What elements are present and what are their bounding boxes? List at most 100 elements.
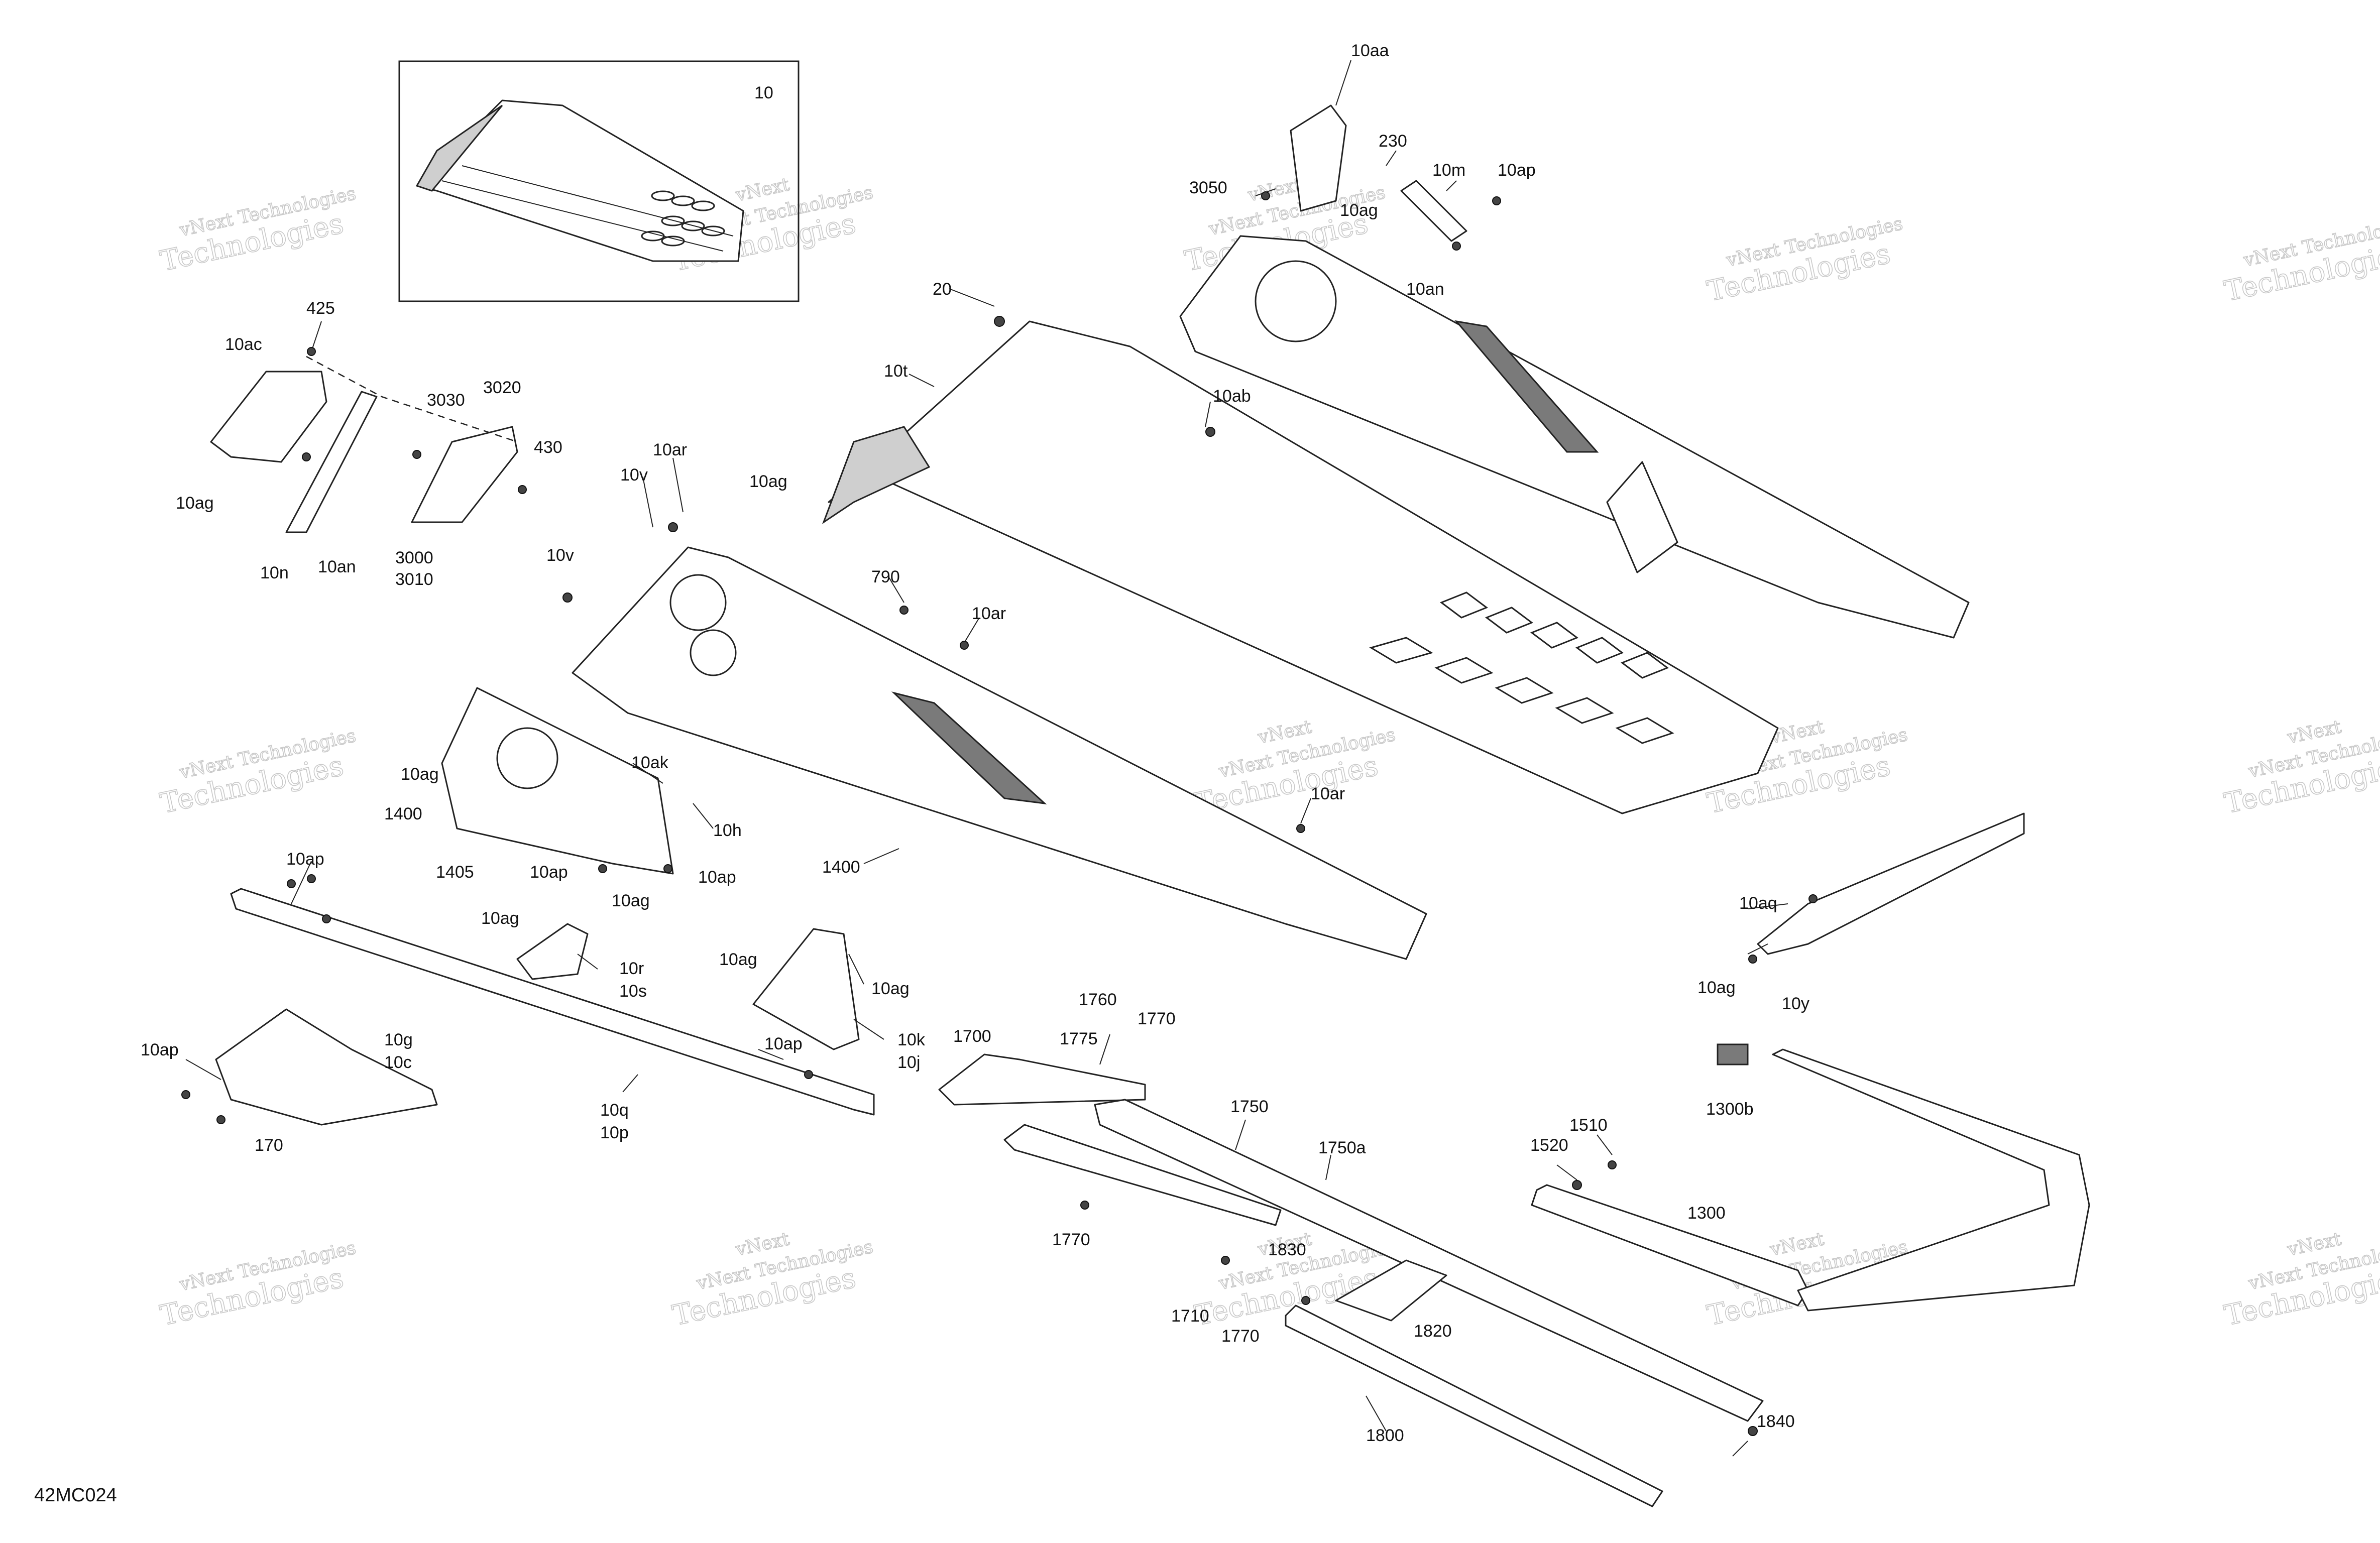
rail-1750a bbox=[1094, 1099, 1764, 1422]
label-10n: 10n bbox=[260, 563, 289, 582]
label-10y: 10y bbox=[1782, 994, 1809, 1013]
tunnel-assembly bbox=[441, 235, 1970, 960]
bumper-loop bbox=[1772, 1048, 2090, 1312]
label-1400: 1400 bbox=[822, 858, 860, 877]
slide-rails bbox=[938, 1053, 1764, 1507]
rear-bracket-10y bbox=[1757, 812, 2025, 955]
label-10h: 10h bbox=[713, 821, 742, 840]
tunnel-top-plate bbox=[828, 320, 1779, 814]
left-side-large-hole bbox=[669, 574, 727, 631]
label-10ap: 10ap bbox=[286, 850, 324, 869]
inset-label: 10 bbox=[754, 83, 773, 102]
label-1775: 1775 bbox=[1060, 1029, 1098, 1048]
label-10p: 10p bbox=[600, 1123, 629, 1142]
label-10q: 10q bbox=[600, 1101, 629, 1120]
label-10ap: 10ap bbox=[1498, 161, 1536, 180]
label-10g: 10g bbox=[384, 1030, 413, 1049]
leader-lines bbox=[185, 60, 1788, 1457]
label-1820: 1820 bbox=[1414, 1322, 1452, 1341]
part-labels: 10aa 230 10m 10ap 3050 10ag 10an 20 10t … bbox=[141, 41, 1809, 1445]
fasteners bbox=[181, 191, 1818, 1436]
label-10an: 10an bbox=[1406, 280, 1444, 299]
label-790: 790 bbox=[871, 567, 900, 586]
bracket-dash-line bbox=[306, 355, 518, 443]
right-side-large-hole bbox=[1255, 260, 1337, 342]
inset-assembly-10: 10 bbox=[398, 60, 800, 302]
label-1800: 1800 bbox=[1366, 1426, 1404, 1445]
label-1300b: 1300b bbox=[1706, 1100, 1754, 1119]
right-side-rear-bracket bbox=[1606, 461, 1678, 573]
left-side-vent bbox=[891, 691, 1047, 805]
label-3010: 3010 bbox=[395, 570, 433, 589]
bracket-10r bbox=[516, 923, 589, 980]
label-10ar: 10ar bbox=[972, 604, 1006, 623]
label-170: 170 bbox=[255, 1136, 283, 1155]
label-3030: 3030 bbox=[427, 391, 465, 410]
label-10v: 10v bbox=[546, 546, 574, 565]
label-10ag: 10ag bbox=[481, 909, 519, 928]
label-10aq: 10aq bbox=[1739, 894, 1777, 913]
rail-1700 bbox=[938, 1053, 1146, 1106]
bracket-10y bbox=[1757, 812, 2025, 955]
label-10ap: 10ap bbox=[764, 1034, 803, 1053]
label-1840: 1840 bbox=[1757, 1412, 1795, 1431]
inset-frame bbox=[398, 60, 800, 302]
label-1400: 1400 bbox=[384, 804, 422, 823]
label-425: 425 bbox=[306, 299, 335, 318]
label-3050: 3050 bbox=[1189, 178, 1227, 197]
label-10ac: 10ac bbox=[225, 335, 262, 354]
reinforcement-plate-hole bbox=[496, 727, 558, 789]
label-1750: 1750 bbox=[1230, 1097, 1269, 1116]
rear-bumper-1300 bbox=[1531, 1043, 2090, 1312]
label-3020: 3020 bbox=[483, 378, 521, 397]
label-10ag: 10ag bbox=[1340, 201, 1378, 220]
watermark-14: vNext vNext Technologies Technologies bbox=[2221, 1228, 2380, 1333]
bumper-end-cap-1300b bbox=[1717, 1043, 1749, 1065]
diagram-code: 42MC024 bbox=[34, 1485, 117, 1506]
tunnel-front-cover bbox=[822, 426, 931, 524]
bumper-bar bbox=[1531, 1184, 1809, 1307]
label-1700: 1700 bbox=[953, 1027, 991, 1046]
rail-1750 bbox=[1003, 1124, 1282, 1226]
bracket-1820 bbox=[1335, 1259, 1447, 1322]
label-10ap: 10ap bbox=[530, 863, 568, 882]
right-bracket-10m bbox=[1400, 180, 1467, 242]
label-10v: 10v bbox=[620, 465, 648, 485]
label-430: 430 bbox=[534, 438, 562, 457]
watermark-6: vNext Technologies Technologies bbox=[157, 725, 358, 820]
label-10ap: 10ap bbox=[141, 1040, 179, 1059]
left-side-hole-2 bbox=[690, 629, 737, 676]
right-footrest-group bbox=[1290, 104, 1467, 242]
running-board-10q bbox=[230, 888, 875, 1116]
running-board bbox=[230, 888, 875, 1116]
label-1750a: 1750a bbox=[1318, 1138, 1366, 1157]
small-brackets bbox=[215, 923, 860, 1126]
label-1300: 1300 bbox=[1687, 1204, 1726, 1223]
label-10ag: 10ag bbox=[749, 472, 787, 491]
inset-chassis-drawing bbox=[415, 99, 744, 262]
label-10ab: 10ab bbox=[1213, 387, 1251, 406]
left-reinforcement-plate bbox=[441, 687, 674, 875]
label-10ag: 10ag bbox=[612, 891, 650, 910]
tunnel-cutouts bbox=[1369, 591, 1674, 744]
tunnel-left-side bbox=[572, 546, 1427, 960]
label-3000: 3000 bbox=[395, 548, 433, 567]
left-brace-10n bbox=[285, 391, 378, 533]
label-1770: 1770 bbox=[1138, 1009, 1176, 1028]
watermark-7: vNext vNext Technologies Technologies bbox=[1192, 716, 1398, 820]
label-1520: 1520 bbox=[1530, 1136, 1568, 1155]
label-1760: 1760 bbox=[1079, 990, 1117, 1009]
label-10k: 10k bbox=[897, 1030, 926, 1049]
left-bracket-3000 bbox=[411, 426, 518, 523]
label-10r: 10r bbox=[619, 959, 644, 978]
label-230: 230 bbox=[1379, 132, 1407, 151]
label-10ag: 10ag bbox=[401, 765, 439, 784]
label-10j: 10j bbox=[897, 1053, 920, 1072]
label-10ag: 10ag bbox=[1697, 978, 1736, 997]
watermark-5: vNext Technologies Technologies bbox=[2221, 213, 2380, 308]
label-1770: 1770 bbox=[1052, 1230, 1090, 1249]
label-1405: 1405 bbox=[436, 863, 474, 882]
watermark-11: vNext vNext Technologies Technologies bbox=[669, 1228, 875, 1333]
watermark-4: vNext Technologies Technologies bbox=[1704, 213, 1905, 308]
